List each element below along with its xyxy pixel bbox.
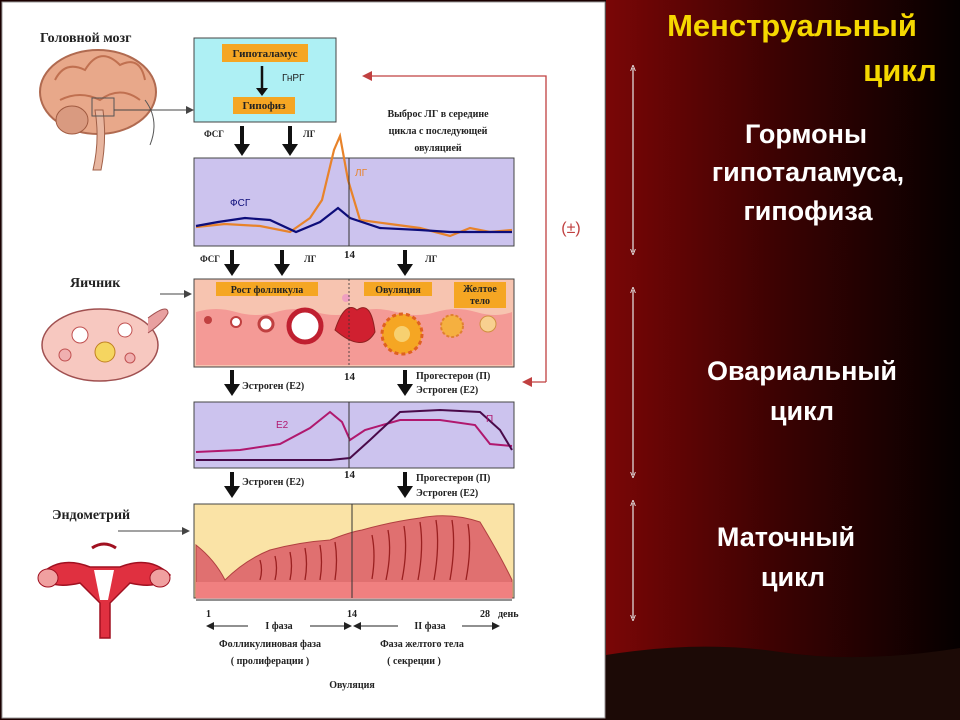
brain-label: Головной мозг xyxy=(40,31,132,46)
endometrium-pointer-arrow xyxy=(182,527,190,535)
fsh-arrow-mid xyxy=(224,250,240,276)
lh-surge-text-line1: Выброс ЛГ в середине xyxy=(387,109,489,120)
hypothalamus-box xyxy=(222,44,308,62)
hormones-label-line2: гипоталамуса, xyxy=(712,157,904,187)
day-word-label: день xyxy=(498,609,519,620)
day14-label-3: 14 xyxy=(344,469,356,481)
slide-title-line2: цикл xyxy=(863,53,937,88)
uterine-label-line2: цикл xyxy=(761,562,825,592)
lh-surge-text-line2: цикла с последующей xyxy=(389,126,488,137)
gnrh-arrow-head xyxy=(256,88,268,96)
ovarian-label-line2: цикл xyxy=(770,396,834,426)
follicle-stages xyxy=(204,294,497,356)
phase1-label: I фаза xyxy=(265,621,292,632)
estrogen-arrow-2 xyxy=(224,472,240,498)
hypothalamus-label: Гипоталамус xyxy=(233,48,298,60)
progesterone-arrow-1 xyxy=(397,370,413,396)
ovarian-label-line1: Овариальный xyxy=(707,356,897,386)
ovary-label: Яичник xyxy=(70,276,121,291)
feedback-loop-line xyxy=(364,75,547,382)
fsh-curve xyxy=(195,206,512,234)
phase2-label-bg xyxy=(398,618,462,632)
day14-label-1: 14 xyxy=(344,249,356,261)
gnrh-label: ГнРГ xyxy=(282,73,305,84)
lh-label-mid: ЛГ xyxy=(304,254,317,264)
follicle-growth-label: Рост фолликула xyxy=(231,285,303,296)
feedback-arrow-bottom xyxy=(522,377,532,387)
corpus-luteum-line1: Желтое xyxy=(463,284,497,295)
corpus-luteum-line2: тело xyxy=(470,296,490,307)
fsh-arrow-top xyxy=(234,126,250,156)
ovary-illustration xyxy=(41,308,169,382)
myometrium-layer xyxy=(196,582,512,598)
estrogen-label-1: Эстроген (E2) xyxy=(242,381,304,392)
uterine-label-line1: Маточный xyxy=(717,522,855,552)
day28-label: 28 xyxy=(480,609,490,620)
estrogen2-label-2: Эстроген (E2) xyxy=(416,488,478,499)
phase2-label: II фаза xyxy=(414,621,445,632)
e2-curve xyxy=(195,410,513,453)
slide-title-line1: Менструальный xyxy=(667,8,917,43)
brain-pointer-arrow xyxy=(186,106,194,114)
lh-arrow-right xyxy=(397,250,413,276)
day1-label: 1 xyxy=(206,609,211,620)
follicle-growth-box xyxy=(216,282,318,296)
feedback-label: (±) xyxy=(561,220,580,237)
brain-illustration xyxy=(39,49,157,171)
day14-label-2: 14 xyxy=(344,371,356,383)
right-panel-background xyxy=(606,0,960,720)
phase1-label-bg xyxy=(248,618,310,632)
ovulation-box xyxy=(364,282,432,296)
day14-label-4: 14 xyxy=(347,609,357,620)
fsh-label-mid: ФСГ xyxy=(200,254,220,264)
lh-arrow-mid xyxy=(274,250,290,276)
luteal-phase-label: Фаза желтого тела xyxy=(380,639,464,650)
secretion-label: ( секреции ) xyxy=(387,656,441,667)
feedback-label-bg xyxy=(554,214,588,240)
p-curve-label: П xyxy=(486,414,493,425)
e2-curve-label: E2 xyxy=(276,420,289,431)
progesterone-arrow-2 xyxy=(397,472,413,498)
uterus-illustration xyxy=(37,542,171,639)
estrogen2-label-1: Эстроген (E2) xyxy=(416,385,478,396)
feedback-arrow-top xyxy=(362,71,372,81)
corpus-luteum-box xyxy=(454,282,506,308)
lh-label-top: ЛГ xyxy=(303,129,316,139)
progesterone-label-1: Прогестерон (П) xyxy=(416,371,490,382)
steroid-hormone-graph xyxy=(193,401,515,469)
pituitary-box xyxy=(233,97,295,114)
hormones-label-line3: гипофиза xyxy=(744,196,874,226)
pituitary-label: Гипофиз xyxy=(242,100,286,112)
follicular-phase-label: Фолликулиновая фаза xyxy=(219,639,321,650)
lh-label-right: ЛГ xyxy=(425,254,438,264)
lh-surge-text-line3: овуляцией xyxy=(414,143,462,154)
proliferation-label: ( пролиферации ) xyxy=(231,656,309,667)
lh-curve-label: ЛГ xyxy=(355,168,368,179)
ovary-pointer-arrow xyxy=(184,290,192,298)
estrogen-label-2: Эстроген (E2) xyxy=(242,477,304,488)
estrogen-arrow-1 xyxy=(224,370,240,396)
endometrial-glands xyxy=(259,519,471,581)
bottom-swoosh xyxy=(606,646,960,720)
lh-arrow-top xyxy=(282,126,298,156)
fsh-label-top: ФСГ xyxy=(204,129,224,139)
fsh-curve-label: ФСГ xyxy=(230,198,251,209)
ovulation-box-label: Овуляция xyxy=(375,285,421,296)
ovulation-label: Овуляция xyxy=(329,680,375,691)
hormones-label-line1: Гормоны xyxy=(745,119,867,149)
progesterone-label-2: Прогестерон (П) xyxy=(416,473,490,484)
endometrium-label: Эндометрий xyxy=(52,508,130,523)
p-curve xyxy=(196,408,513,461)
